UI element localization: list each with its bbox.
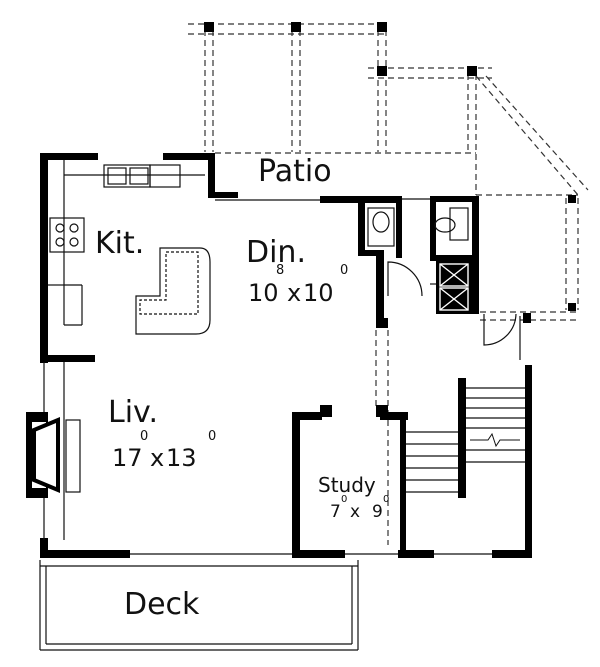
- living-label: Liv.: [108, 395, 158, 430]
- study-x: x: [350, 502, 360, 522]
- bathroom-fixtures: [367, 207, 469, 247]
- study-width-in: 0: [341, 494, 347, 505]
- deck: [39, 560, 359, 651]
- study-depth: 9: [372, 502, 383, 522]
- patio-label: Patio: [258, 154, 332, 189]
- kitchen-label: Kit.: [95, 226, 144, 261]
- living-dimensions: 17 0 x 13 0: [112, 429, 216, 472]
- pergola-posts: [204, 22, 576, 323]
- dining-x: x: [287, 279, 301, 307]
- dining-depth: 10: [303, 279, 334, 307]
- stairs: [406, 378, 525, 498]
- dining-label: Din.: [246, 235, 306, 270]
- living-width-in: 0: [140, 429, 148, 444]
- living-depth-in: 0: [208, 429, 216, 444]
- stove: [49, 217, 85, 253]
- study-dimensions: 7 0 x 9 0: [330, 494, 389, 522]
- dining-depth-in: 0: [340, 263, 348, 278]
- kitchen-island: [135, 247, 211, 335]
- kitchen-sink: [103, 164, 181, 188]
- thin-walls: [43, 160, 492, 555]
- deck-label: Deck: [124, 587, 200, 622]
- dining-width-in: 8: [276, 263, 284, 278]
- fireplace: [26, 412, 81, 498]
- doors: [387, 261, 521, 360]
- study-label: Study: [318, 473, 376, 497]
- closet: [439, 263, 469, 311]
- study-width: 7: [330, 502, 341, 522]
- living-width: 17: [112, 444, 143, 472]
- living-depth: 13: [166, 444, 197, 472]
- dining-dimensions: 10 8 x 10 0: [248, 263, 348, 307]
- living-x: x: [150, 444, 164, 472]
- pergola: [188, 23, 589, 545]
- dining-width: 10: [248, 279, 279, 307]
- study-depth-in: 0: [383, 494, 389, 505]
